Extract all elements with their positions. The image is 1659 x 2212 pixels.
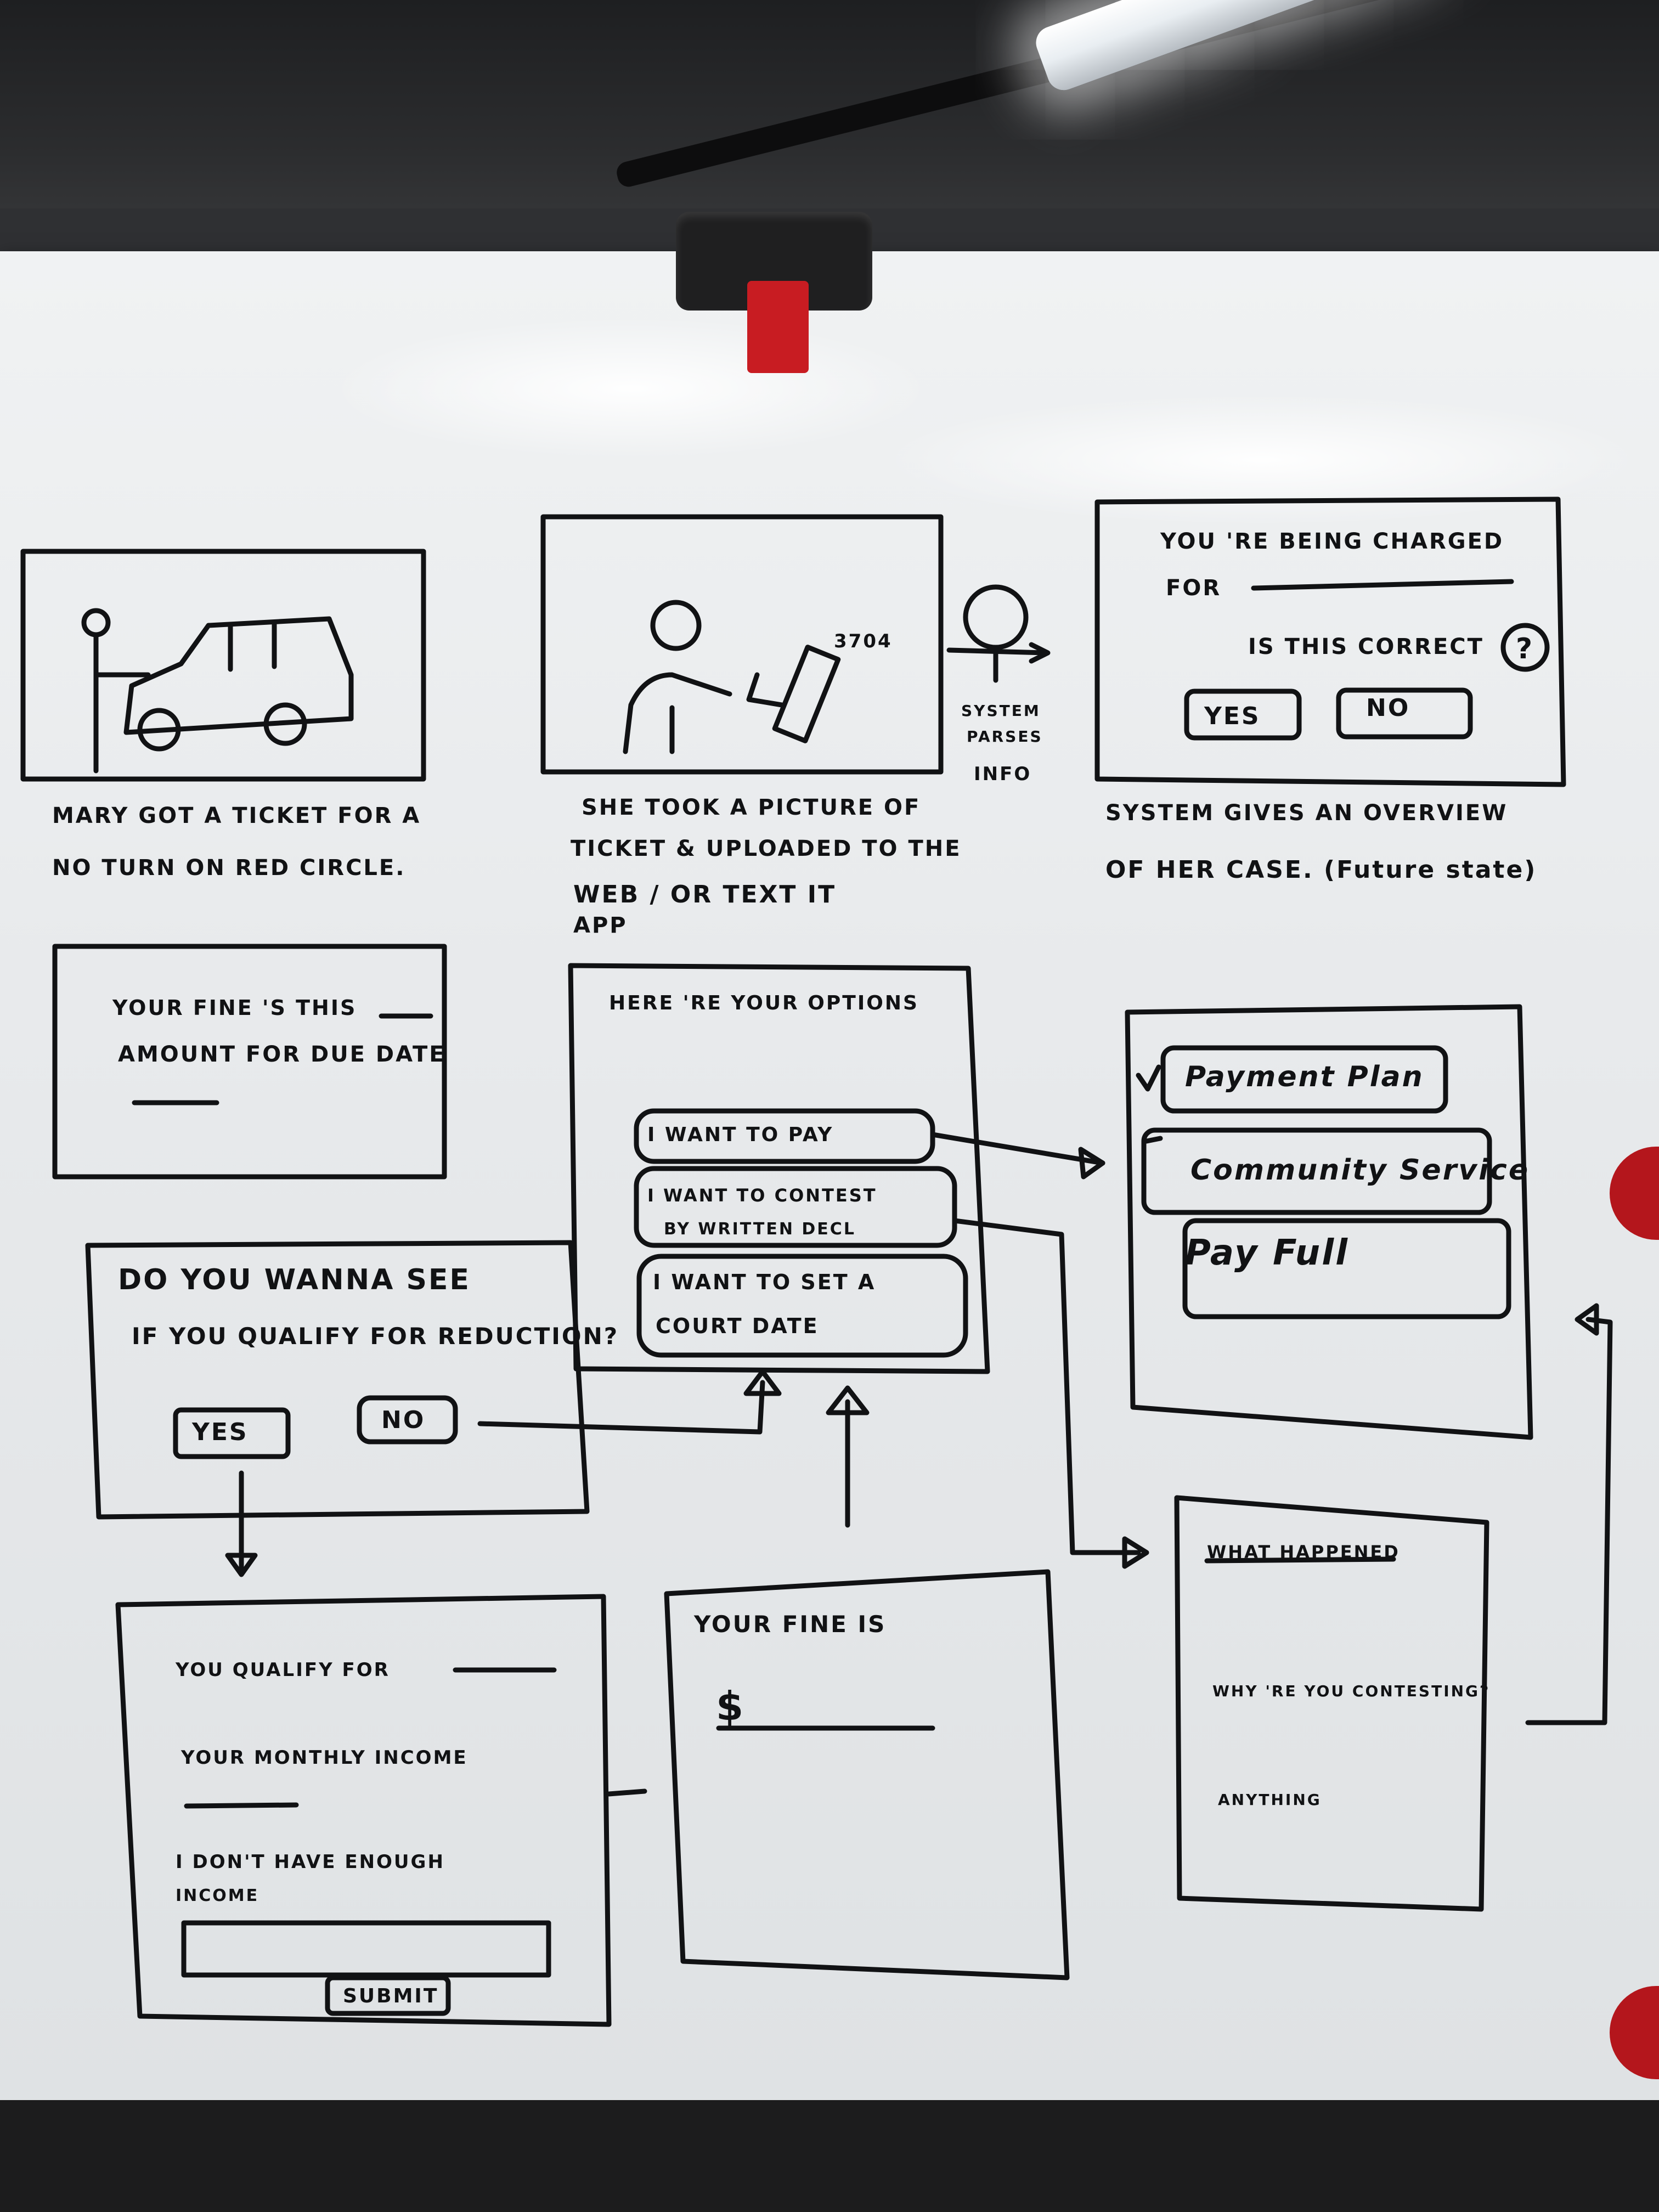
ticket-number: 3704 bbox=[834, 630, 893, 652]
p3-caption-line1: SYSTEM GIVES AN OVERVIEW bbox=[1105, 800, 1508, 826]
pay-option-label: I WANT TO PAY bbox=[647, 1124, 833, 1146]
p4-line1: YOUR FINE 'S THIS bbox=[112, 996, 357, 1020]
glare-right bbox=[878, 394, 1646, 526]
p3-no-button[interactable] bbox=[1336, 687, 1473, 740]
p3-yes-button[interactable] bbox=[1184, 689, 1302, 741]
contest-option-button[interactable] bbox=[634, 1166, 957, 1248]
p7-line1: DO YOU WANNA SEE bbox=[118, 1263, 471, 1296]
p10-question-1: WHY 'RE YOU CONTESTING? bbox=[1212, 1682, 1490, 1700]
panel-2-frame bbox=[540, 514, 944, 775]
system-parses-line1: SYSTEM bbox=[961, 702, 1041, 720]
system-parses-line3: INFO bbox=[974, 763, 1031, 785]
court-date-option-button[interactable] bbox=[636, 1254, 968, 1358]
community-service-option[interactable] bbox=[1141, 1127, 1492, 1215]
contest-option-label-1: I WANT TO CONTEST bbox=[647, 1185, 877, 1206]
pay-full-label: Pay Full bbox=[1185, 1233, 1349, 1273]
p1-caption-line2: NO TURN ON RED CIRCLE. bbox=[52, 855, 405, 881]
p7-yes-label: YES bbox=[191, 1418, 249, 1446]
panel-9-frame bbox=[664, 1569, 1070, 1980]
payment-plan-label: Payment Plan bbox=[1185, 1060, 1424, 1093]
check-marks bbox=[1136, 1064, 1163, 1144]
p2-caption-line4: APP bbox=[573, 913, 628, 938]
p3-yes-label: YES bbox=[1204, 702, 1261, 730]
panel-10-frame bbox=[1174, 1495, 1489, 1912]
p7-yes-button[interactable] bbox=[173, 1407, 291, 1459]
p7-no-button[interactable] bbox=[357, 1395, 458, 1444]
p8-line1: YOU QUALIFY FOR bbox=[175, 1659, 390, 1681]
p4-line2: AMOUNT FOR DUE DATE bbox=[118, 1042, 446, 1067]
p5-title: HERE 'RE YOUR OPTIONS bbox=[609, 992, 919, 1014]
p2-caption-line1: SHE TOOK A PICTURE OF bbox=[582, 795, 921, 820]
payment-plan-option[interactable] bbox=[1160, 1045, 1448, 1114]
system-parses-line2: PARSES bbox=[967, 727, 1043, 746]
system-sketch bbox=[946, 584, 1051, 683]
p2-caption-line3: WEB / OR TEXT IT bbox=[573, 881, 836, 909]
p10-heading: WHAT HAPPENED bbox=[1207, 1542, 1400, 1562]
income-input-field[interactable] bbox=[181, 1920, 551, 1978]
panel-8-frame bbox=[115, 1594, 612, 2027]
p3-no-label: NO bbox=[1366, 694, 1410, 722]
submit-label: SUBMIT bbox=[343, 1985, 438, 2007]
p10-question-2: ANYTHING bbox=[1218, 1791, 1322, 1809]
eraser-clip bbox=[747, 281, 809, 373]
p3-charged-line2: FOR bbox=[1166, 575, 1221, 601]
panel-1-frame bbox=[20, 549, 426, 782]
p3-caption-line2: OF HER CASE. (Future state) bbox=[1105, 856, 1537, 884]
p8-line3a: I DON'T HAVE ENOUGH bbox=[176, 1851, 445, 1873]
car-sketch bbox=[123, 616, 354, 752]
p7-no-label: NO bbox=[381, 1406, 425, 1434]
p3-question: IS THIS CORRECT bbox=[1248, 634, 1484, 659]
submit-button[interactable] bbox=[325, 1975, 451, 2016]
panel-5-frame bbox=[568, 963, 990, 1374]
p1-caption-line1: MARY GOT A TICKET FOR A bbox=[52, 803, 421, 828]
panel-3-frame bbox=[1094, 496, 1566, 787]
p9-line1: YOUR FINE IS bbox=[693, 1611, 886, 1638]
p8-line3b: INCOME bbox=[176, 1886, 259, 1905]
p9-currency: $ bbox=[716, 1683, 745, 1729]
p3-charged-line1: YOU 'RE BEING CHARGED bbox=[1160, 529, 1504, 554]
floor bbox=[0, 2100, 1659, 2212]
panel-4-frame bbox=[52, 944, 447, 1180]
community-service-label: Community Service bbox=[1190, 1154, 1530, 1187]
p2-caption-line2: TICKET & UPLOADED TO THE bbox=[571, 836, 962, 861]
p7-line2: IF YOU QUALIFY FOR REDUCTION? bbox=[132, 1323, 619, 1350]
contest-option-label-2: BY WRITTEN DECL bbox=[664, 1220, 856, 1239]
p8-line2: YOUR MONTHLY INCOME bbox=[180, 1747, 468, 1769]
panel-6-frame bbox=[1125, 1004, 1533, 1440]
flow-arrows bbox=[225, 1132, 1613, 1797]
glare-top bbox=[329, 317, 933, 460]
court-date-label-2: COURT DATE bbox=[656, 1314, 819, 1338]
photographer-sketch bbox=[623, 600, 841, 754]
court-date-label-1: I WANT TO SET A bbox=[653, 1270, 876, 1294]
p3-help-mark: ? bbox=[1516, 633, 1534, 665]
pay-full-option[interactable] bbox=[1182, 1218, 1511, 1319]
panel-7-frame bbox=[85, 1240, 590, 1520]
person-sketch bbox=[81, 608, 151, 774]
